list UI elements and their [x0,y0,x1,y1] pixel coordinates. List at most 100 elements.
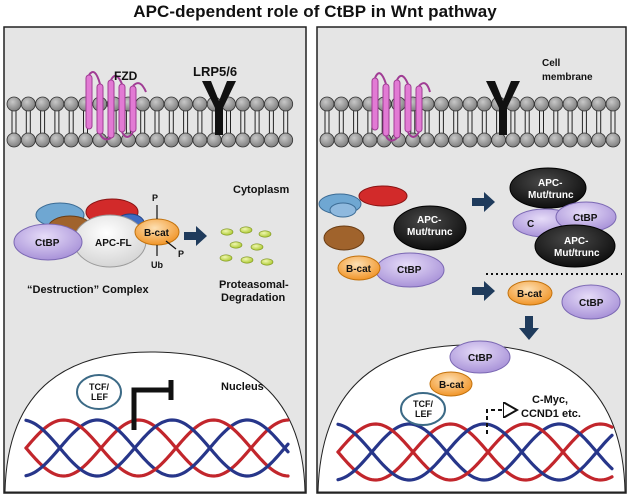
lrp-label: LRP5/6 [193,64,237,79]
lipid-head [348,132,364,148]
bcat-label-free: B-cat [517,289,543,300]
ctbp-label-right: CtBP [397,265,422,276]
peptide-fragment [239,226,253,234]
membrane-label: membrane [542,72,593,83]
lipid-head [362,132,378,148]
phospho-label-right: P [178,249,184,259]
lipid-head [6,96,22,112]
fzd-label: FZD [114,69,138,83]
tcf-label-right: TCF/ [413,399,433,409]
arrow-to-nucleus [519,316,539,340]
lipid-head [448,132,464,148]
lipid-head [577,132,592,148]
lipid-head [591,96,607,112]
lipid-head [476,96,492,112]
destruction-complex-label: “Destruction” Complex [27,284,150,296]
peptide-fragment [260,258,274,266]
lipid-head [249,96,265,112]
ctbp-label-left: CtBP [35,238,60,249]
lipid-head [433,132,449,148]
target-genes-label-2: CCND1 etc. [521,408,581,420]
apc-fl-label: APC-FL [95,238,132,249]
ctbp-label-free: CtBP [579,298,604,309]
lipid-head [178,132,194,148]
lipid-head [263,132,279,148]
lipid-head [534,96,549,112]
apc-mut-label-2: Mut/trunc [407,227,453,238]
lipid-head [235,132,251,148]
lipid-head [562,132,578,148]
ctbp-agg-label: CtBP [573,213,598,224]
lipid-head [135,132,151,148]
ubiquitin-label: Ub [151,260,163,270]
lipid-head [433,96,449,112]
lipid-head [605,96,621,112]
repression-symbol [131,380,174,430]
tcf-label-left: TCF/ [89,382,109,392]
lipid-head [49,132,65,148]
cytoplasm-label: Cytoplasm [233,184,289,196]
apc-mut-label-1: APC- [417,215,441,226]
lipid-head [20,132,36,148]
bcat-label-nuclear: B-cat [439,380,465,391]
arrow-to-aggregates [472,192,495,212]
bcat-protein-free [507,280,553,306]
c-fragment-label: C [527,219,534,230]
lipid-head [78,132,93,148]
tcf-lef-right [400,392,446,426]
lipid-head [263,96,279,112]
lipid-head [278,132,294,148]
mutant-complex [318,185,467,288]
lrp-receptor [202,81,236,135]
lipid-head [476,132,492,148]
cell-label: Cell [542,58,561,69]
peptide-fragment [219,254,233,262]
apc-agg-label-2: Mut/trunc [528,190,574,201]
lipid-head [462,132,478,148]
lipid-head [192,96,208,112]
peptide-fragment [229,241,243,249]
lipid-head [333,132,349,148]
bcat-protein-nuclear [429,371,473,397]
destruction-complex [13,198,180,268]
lipid-head [35,132,50,148]
apc-agg-label-1: APC- [538,178,562,189]
lipid-head [562,96,578,112]
lipid-head [235,96,251,112]
bcat-label-right: B-cat [346,264,372,275]
lipid-head [249,132,265,148]
lipid-head [163,132,179,148]
peptide-fragment [220,228,234,236]
ctbp-protein-left [13,223,83,261]
lipid-head [534,132,549,148]
lipid-head [63,132,79,148]
lipid-head [519,96,535,112]
lipid-head [319,132,335,148]
arrow-to-free-bcat [472,281,495,301]
lipid-head [163,96,179,112]
lipid-head [178,96,194,112]
lipid-head [278,96,294,112]
lipid-head [35,96,50,112]
dna-helix-left [24,418,290,478]
peptide-fragment [240,256,254,264]
lipid-head [149,96,165,112]
apc-ctbp-aggregates [509,167,617,268]
peptide-fragment [250,243,264,251]
lipid-head [591,132,607,148]
peptide-fragment [258,230,272,238]
nucleus-label: Nucleus [221,381,264,393]
apc-agg-label-3: APC- [564,236,588,247]
lipid-head [221,132,236,148]
lipid-head [448,96,464,112]
lipid-head [149,132,165,148]
ctbp-label-nuclear: CtBP [468,353,493,364]
dna-helix-right [336,422,614,482]
lef-label-left: LEF [91,392,109,402]
lipid-head [206,132,222,148]
tcf-lef-left [76,374,122,410]
fzd-receptor-right [371,72,431,142]
degradation-label: Degradation [221,292,285,304]
lipid-head [319,96,335,112]
